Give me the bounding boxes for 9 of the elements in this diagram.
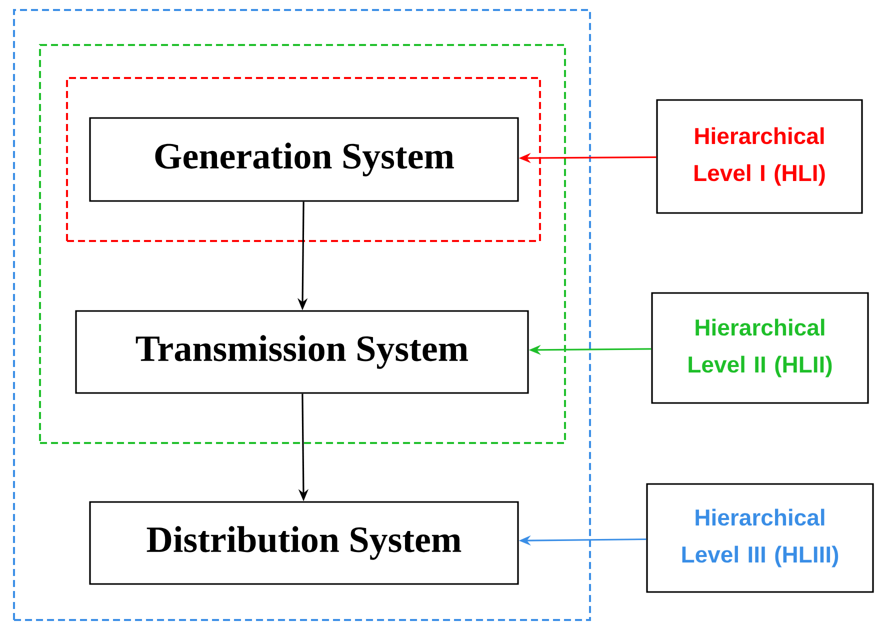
level-box: Hierarchical Level I (HLI) — [656, 99, 863, 214]
dashed-region — [66, 77, 541, 242]
system-box: Generation System — [89, 117, 519, 202]
level-box: Hierarchical Level II (HLII) — [651, 292, 869, 404]
system-box: Transmission System — [75, 310, 529, 394]
system-box: Distribution System — [89, 501, 519, 585]
dashed-region — [39, 44, 566, 444]
dashed-region — [13, 9, 591, 621]
level-box: Hierarchical Level III (HLIII) — [646, 483, 874, 593]
